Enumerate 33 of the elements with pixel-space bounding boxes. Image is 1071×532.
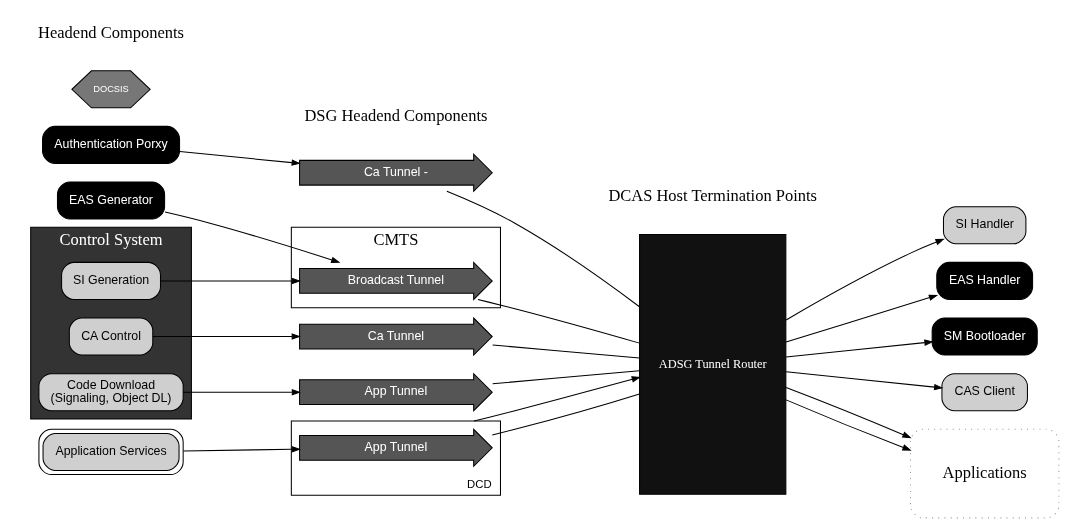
arrow bbox=[179, 150, 301, 166]
node-box: CAS Client bbox=[941, 372, 1028, 411]
arrow bbox=[182, 445, 302, 453]
node-box: CA Control bbox=[68, 317, 154, 356]
arrow bbox=[785, 398, 912, 451]
node-box: Code Download (Signaling, Object DL) bbox=[38, 372, 184, 411]
label: DCAS Host Termination Points bbox=[608, 185, 817, 205]
label: Headend Components bbox=[38, 22, 184, 42]
arrow bbox=[785, 386, 912, 438]
node-box: Applications bbox=[910, 428, 1060, 518]
node-box: Application Services bbox=[38, 428, 184, 475]
node-box: Authentication Porxy bbox=[42, 125, 181, 164]
node-box: ADSG Tunnel Router bbox=[639, 233, 787, 495]
connector bbox=[492, 369, 640, 384]
arrow bbox=[785, 370, 944, 390]
connector bbox=[477, 298, 640, 344]
arrow bbox=[785, 238, 945, 320]
connector bbox=[446, 190, 640, 307]
node-box: SI Handler bbox=[942, 205, 1027, 244]
arrow bbox=[473, 375, 641, 422]
node-box: EAS Generator bbox=[56, 181, 166, 220]
label: DSG Headend Components bbox=[304, 105, 488, 125]
arrow bbox=[785, 294, 939, 343]
arrow bbox=[182, 388, 302, 395]
connector bbox=[491, 392, 640, 435]
node-box: SI Generation bbox=[61, 261, 161, 300]
arrow bbox=[785, 338, 934, 357]
connector bbox=[492, 344, 640, 358]
arrow bbox=[160, 277, 302, 284]
node-box: EAS Handler bbox=[936, 261, 1034, 300]
arrow bbox=[164, 211, 341, 263]
arrow bbox=[152, 332, 301, 340]
node-box: SM Bootloader bbox=[931, 317, 1038, 356]
